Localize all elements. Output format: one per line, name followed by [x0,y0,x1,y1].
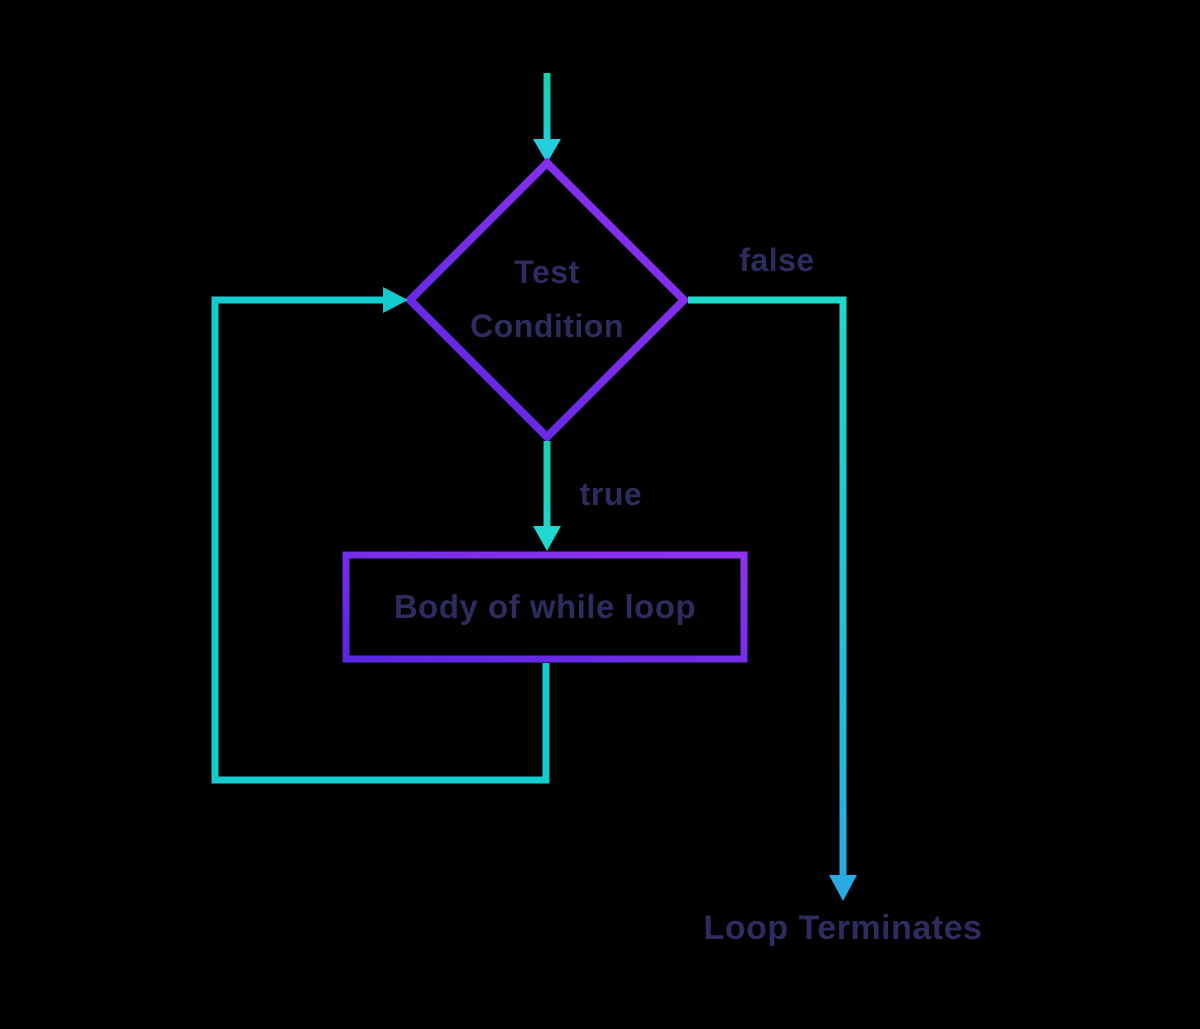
decision-diamond [404,157,690,443]
decision-label-line1: Test [514,254,579,290]
loopback-edge [211,296,550,784]
false-arrowhead [829,875,857,901]
process-rect [342,551,748,663]
true-arrowhead [533,526,561,551]
loopback-arrowhead [383,287,408,313]
entry-arrowhead [533,139,561,163]
process-label: Body of while loop [394,588,696,625]
true-label: true [580,476,642,512]
decision-label-line2: Condition [470,308,624,344]
false-label: false [739,242,814,278]
terminate-label: Loop Terminates [704,909,983,947]
false-edge [688,296,847,877]
